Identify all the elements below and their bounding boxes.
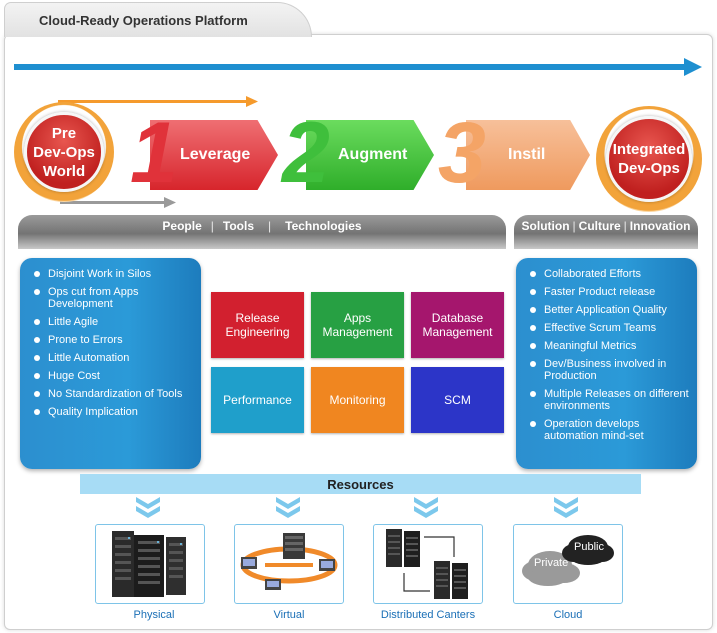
people-tools-technologies-band: People | Tools | Technologies	[18, 215, 506, 249]
band-separator: |	[623, 219, 627, 233]
tile-line: Management	[322, 325, 393, 339]
tile-line: Management	[422, 325, 493, 339]
list-item: Ops cut from Apps Development	[30, 286, 193, 310]
cloud-private-label: Private	[534, 557, 569, 569]
band-culture: Culture	[578, 219, 621, 233]
band-solution: Solution	[521, 219, 570, 233]
solution-culture-innovation-band: Solution | Culture | Innovation	[514, 215, 698, 249]
tile-line: Database	[431, 311, 484, 325]
integrated-line2: Dev-Ops	[618, 160, 680, 177]
list-item: Better Application Quality	[526, 304, 689, 316]
integrated-line1: Integrated	[612, 141, 686, 158]
resources-bar: Resources	[80, 474, 641, 494]
band-tools: Tools	[222, 219, 254, 233]
list-item: Huge Cost	[30, 370, 193, 382]
list-item: Effective Scrum Teams	[526, 322, 689, 334]
pre-devops-line2: Dev-Ops	[33, 143, 95, 161]
resource-distributed-label: Distributed Canters	[380, 609, 476, 621]
page-title: Cloud-Ready Operations Platform	[39, 13, 248, 28]
stage-augment-label: Augment	[338, 146, 408, 163]
distributed-servers-icon	[386, 529, 468, 599]
tile-performance: Performance	[211, 367, 304, 433]
pre-devops-circle: Pre Dev-Ops World	[24, 112, 104, 192]
server-rack-icon	[112, 531, 186, 597]
tile-line: Engineering	[225, 325, 290, 339]
list-item: Little Automation	[30, 352, 193, 364]
orange-arrow	[58, 96, 258, 107]
devops-benefits-panel: Collaborated Efforts Faster Product rele…	[516, 258, 697, 469]
stage-2-number: 2	[282, 105, 330, 201]
list-item: Dev/Business involved in Production	[526, 358, 689, 382]
list-item: Faster Product release	[526, 286, 689, 298]
resource-physical-card	[95, 524, 205, 604]
list-item: Collaborated Efforts	[526, 268, 689, 280]
tile-line: Release	[235, 311, 280, 325]
resource-cloud-card: Private Public	[513, 524, 623, 604]
tile-line: Performance	[223, 393, 292, 407]
stage-instil-label: Instil	[508, 146, 546, 163]
stage-augment-arrow: Augment	[306, 120, 434, 190]
band-separator: |	[572, 219, 576, 233]
tile-scm: SCM	[411, 367, 504, 433]
resource-virtual-label: Virtual	[273, 609, 305, 621]
resource-virtual-card	[234, 524, 344, 604]
stage-leverage-label: Leverage	[180, 146, 251, 163]
pre-devops-line1: Pre	[51, 124, 77, 142]
grey-arrow	[60, 197, 176, 208]
pre-devops-issues-panel: Disjoint Work in Silos Ops cut from Apps…	[20, 258, 201, 469]
virtual-network-icon	[240, 533, 338, 590]
band-separator: |	[210, 219, 214, 233]
list-item: Quality Implication	[30, 406, 193, 418]
pre-devops-line3: World	[42, 162, 86, 180]
list-item: Meaningful Metrics	[526, 340, 689, 352]
list-item: Prone to Errors	[30, 334, 193, 346]
title-tab: Cloud-Ready Operations Platform	[4, 2, 312, 37]
list-item: Operation develops automation mind-set	[526, 418, 689, 442]
band-people: People	[162, 219, 202, 233]
stage-1-number: 1	[130, 105, 178, 201]
tile-line: SCM	[444, 393, 471, 407]
stage-leverage-arrow: Leverage	[150, 120, 278, 190]
tile-line: Apps	[343, 311, 372, 325]
cloud-public-label: Public	[574, 541, 604, 553]
list-item: Little Agile	[30, 316, 193, 328]
stage-instil-arrow: Instil	[466, 120, 590, 190]
band-separator: |	[268, 219, 272, 233]
integrated-devops-circle: Integrated Dev-Ops	[606, 116, 692, 202]
pre-devops-issues-list: Disjoint Work in Silos Ops cut from Apps…	[20, 258, 201, 418]
list-item: Multiple Releases on different environme…	[526, 388, 689, 412]
stage-3-number: 3	[438, 105, 486, 201]
list-item: No Standardization of Tools	[30, 388, 193, 400]
resource-cloud-label: Cloud	[553, 609, 583, 621]
resource-physical-label: Physical	[133, 609, 175, 621]
devops-benefits-list: Collaborated Efforts Faster Product rele…	[516, 258, 697, 442]
chevron-down-icon	[276, 497, 300, 518]
cloud-icon	[522, 535, 614, 586]
timeline-arrow	[14, 58, 702, 76]
resource-distributed-card	[373, 524, 483, 604]
chevron-down-icon	[414, 497, 438, 518]
resources-title: Resources	[327, 476, 394, 492]
chevron-down-icon	[136, 497, 160, 518]
band-innovation: Innovation	[629, 219, 691, 233]
band-technologies: Technologies	[285, 219, 362, 233]
chevron-down-icon	[554, 497, 578, 518]
tile-monitoring: Monitoring	[311, 367, 404, 433]
list-item: Disjoint Work in Silos	[30, 268, 193, 280]
tile-line: Monitoring	[329, 393, 386, 407]
